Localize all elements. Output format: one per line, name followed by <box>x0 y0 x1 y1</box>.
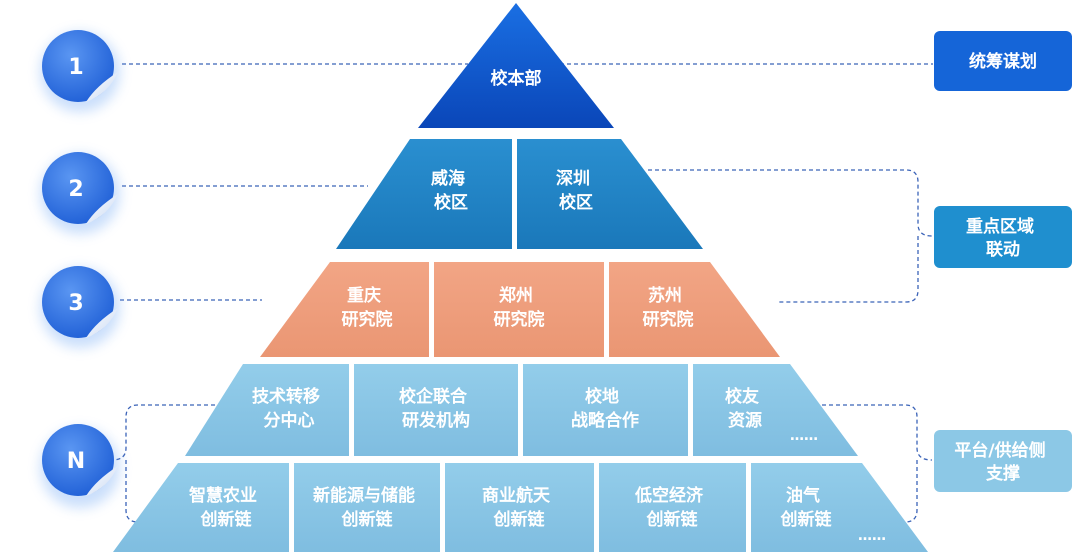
cell-alumni-line1: 校友 <box>725 386 759 407</box>
cell-chongqing <box>260 262 429 357</box>
svg-text:平台/供给侧 支撑: 平台/供给侧 支撑 <box>954 440 1051 484</box>
cell-aerospace-line2: 创新链 <box>493 509 546 530</box>
level-1: 校本部 <box>418 3 614 128</box>
cell-low-altitude <box>599 463 746 552</box>
cell-shenzhen-line1: 深圳 <box>556 168 590 189</box>
svg-text:校地 战略合作: 校地 战略合作 <box>571 386 639 431</box>
side-label-platform-box <box>934 430 1072 492</box>
level-3: 重庆 研究院 郑州 研究院 苏州 研究院 <box>260 262 780 357</box>
badge-3-label: 3 <box>68 291 83 316</box>
badge-1-label: 1 <box>68 55 83 80</box>
badge-3-circle <box>42 266 114 338</box>
cell-chongqing-line1: 重庆 <box>347 285 381 306</box>
cell-suzhou <box>609 262 780 357</box>
cell-zhengzhou-line2: 研究院 <box>494 309 545 330</box>
cell-local-strategy-line2: 战略合作 <box>571 410 639 431</box>
row-2-ellipsis: …… <box>858 528 886 544</box>
cell-alumni-line2: 资源 <box>728 410 762 431</box>
cell-new-energy-line2: 创新链 <box>341 509 394 530</box>
side-label-regional: 重点区域 联动 <box>934 206 1072 268</box>
cell-tech-transfer-line1: 技术转移 <box>252 386 320 407</box>
cell-alumni <box>693 364 858 456</box>
svg-text:重庆 研究院: 重庆 研究院 <box>342 285 393 330</box>
svg-text:苏州 研究院: 苏州 研究院 <box>643 285 694 330</box>
cell-oil-gas <box>751 463 928 552</box>
apex-triangle <box>418 3 614 128</box>
side-label-plan-box <box>934 31 1072 91</box>
page-curl-icon <box>86 72 118 102</box>
cell-tech-transfer-line2: 分中心 <box>264 410 315 431</box>
svg-text:深圳 校区: 深圳 校区 <box>556 168 596 213</box>
bracket-platform <box>815 404 933 523</box>
cell-aerospace-line1: 商业航天 <box>482 485 551 506</box>
cell-zhengzhou-line1: 郑州 <box>499 285 533 306</box>
cell-weihai <box>336 139 512 249</box>
cell-aerospace <box>445 463 594 552</box>
badge-n: N <box>40 424 120 508</box>
side-label-regional-line2: 联动 <box>986 240 1020 260</box>
connector-lines <box>111 63 933 523</box>
page-curl-icon <box>86 308 118 338</box>
side-label-platform-line1: 平台/供给侧 <box>954 440 1045 461</box>
badge-2: 2 <box>40 152 120 234</box>
svg-text:新能源与储能 创新链: 新能源与储能 创新链 <box>313 485 421 530</box>
badge-3: 3 <box>40 266 120 348</box>
cell-new-energy-line1: 新能源与储能 <box>313 485 415 506</box>
badge-2-circle <box>42 152 114 224</box>
cell-smart-agri <box>113 463 289 552</box>
bracket-regional <box>648 169 933 303</box>
badge-n-circle <box>42 424 114 496</box>
cell-local-strategy-line1: 校地 <box>585 386 619 407</box>
svg-text:低空经济 创新链: 低空经济 创新链 <box>634 485 709 530</box>
page-curl-icon <box>86 194 118 224</box>
cell-oil-gas-line2: 创新链 <box>780 509 833 530</box>
cell-suzhou-line2: 研究院 <box>643 309 694 330</box>
level-4-row-2: 智慧农业 创新链 新能源与储能 创新链 商业航天 创新链 低空经济 创新链 油气… <box>113 463 928 552</box>
level-2: 威海 校区 深圳 校区 <box>336 139 703 249</box>
row-1-ellipsis: …… <box>790 428 818 444</box>
bracket-left-n <box>111 404 222 523</box>
cell-enterprise-rd-line2: 研发机构 <box>402 410 470 431</box>
cell-zhengzhou <box>434 262 604 357</box>
svg-text:智慧农业 创新链: 智慧农业 创新链 <box>189 485 263 530</box>
svg-text:校企联合 研发机构: 校企联合 研发机构 <box>399 386 473 431</box>
cell-low-altitude-line1: 低空经济 <box>634 485 704 506</box>
cell-suzhou-line1: 苏州 <box>648 285 682 306</box>
cell-weihai-line1: 威海 <box>431 168 465 189</box>
svg-text:重点区域 联动: 重点区域 联动 <box>966 216 1040 260</box>
svg-text:技术转移 分中心: 技术转移 分中心 <box>252 386 326 431</box>
badge-2-label: 2 <box>68 177 83 202</box>
svg-text:油气 创新链: 油气 创新链 <box>780 485 833 530</box>
cell-hq-label: 校本部 <box>491 68 542 89</box>
svg-text:郑州 研究院: 郑州 研究院 <box>494 285 545 330</box>
side-label-regional-line1: 重点区域 <box>966 216 1034 237</box>
badge-1-circle <box>42 30 114 102</box>
svg-text:威海 校区: 威海 校区 <box>431 168 471 213</box>
side-label-platform-line2: 支撑 <box>986 463 1020 484</box>
page-curl-icon <box>86 466 118 496</box>
cell-oil-gas-line1: 油气 <box>786 485 820 506</box>
cell-local-strategy <box>523 364 688 456</box>
badge-n-label: N <box>67 449 85 474</box>
side-label-plan-text: 统筹谋划 <box>969 51 1037 72</box>
cell-enterprise-rd-line1: 校企联合 <box>399 386 468 407</box>
level-4-row-1: 技术转移 分中心 校企联合 研发机构 校地 战略合作 校友 资源 …… <box>185 364 858 456</box>
cell-chongqing-line2: 研究院 <box>342 309 393 330</box>
side-label-plan: 统筹谋划 <box>934 31 1072 91</box>
cell-new-energy <box>294 463 440 552</box>
cell-tech-transfer <box>185 364 349 456</box>
cell-smart-agri-line1: 智慧农业 <box>189 485 257 506</box>
cell-smart-agri-line2: 创新链 <box>200 509 253 530</box>
side-label-regional-box <box>934 206 1072 268</box>
svg-text:商业航天 创新链: 商业航天 创新链 <box>482 485 556 530</box>
svg-text:校友 资源: 校友 资源 <box>725 386 765 431</box>
cell-low-altitude-line2: 创新链 <box>646 509 699 530</box>
cell-shenzhen-line2: 校区 <box>559 192 593 213</box>
side-label-platform: 平台/供给侧 支撑 <box>934 430 1072 492</box>
cell-weihai-line2: 校区 <box>434 192 468 213</box>
cell-shenzhen <box>517 139 703 249</box>
cell-enterprise-rd <box>354 364 518 456</box>
badge-1: 1 <box>40 30 120 112</box>
